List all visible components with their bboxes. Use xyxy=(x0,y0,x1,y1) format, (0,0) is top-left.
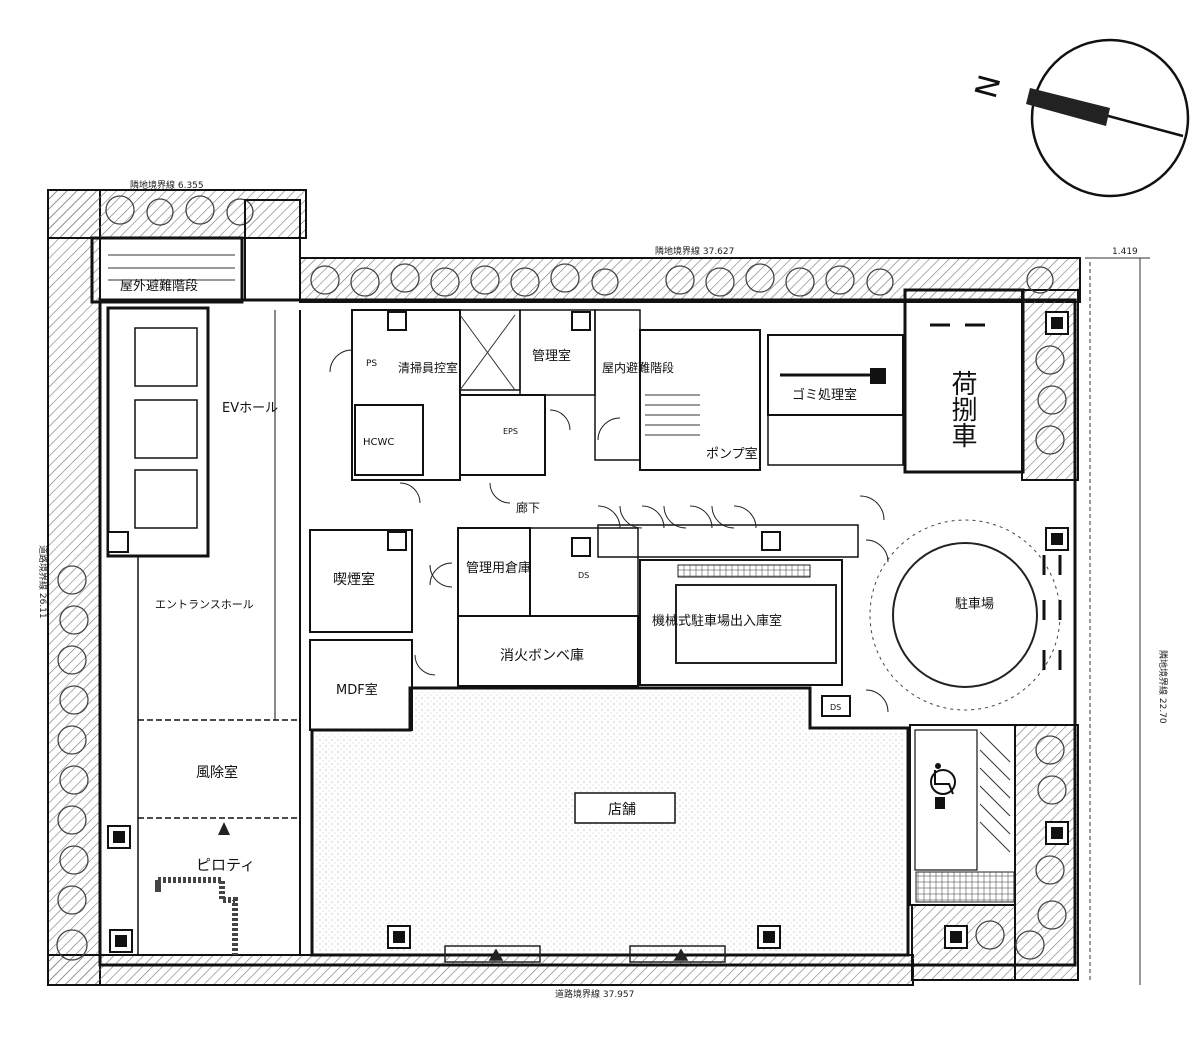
room-indoor-stair: 屋内避難階段 xyxy=(602,360,674,375)
room-stair-top: 屋外避難階段 xyxy=(120,279,198,294)
room-store: 店舗 xyxy=(608,802,636,818)
room-mech-parking: 機械式駐車場出入庫室 xyxy=(652,613,782,629)
turntable xyxy=(892,542,1038,688)
entry-arrow-icon xyxy=(218,822,230,835)
site-boundary xyxy=(47,189,1150,986)
room-management: 管理室 xyxy=(532,348,571,364)
parking-grid xyxy=(677,564,811,578)
room-loading: 荷捌車 xyxy=(947,370,977,448)
room-eps: EPS xyxy=(503,427,518,436)
room-pilotis: ピロティ xyxy=(196,856,255,874)
stair-treads xyxy=(108,254,1011,853)
room-fire-cylinder: 消火ボンベ庫 xyxy=(500,647,584,664)
room-ds2: DS xyxy=(830,703,841,712)
dim-top-right: 隣地境界線 37.627 xyxy=(655,245,734,257)
room-windbreak: 風除室 xyxy=(196,764,238,781)
compass: N xyxy=(969,38,1190,198)
north-label: N xyxy=(969,71,1009,102)
compass-circle xyxy=(1030,38,1190,198)
planter-grid xyxy=(915,871,1015,903)
store-entrances xyxy=(444,945,726,963)
room-garbage: ゴミ処理室 xyxy=(792,387,857,403)
lift-platform xyxy=(675,584,837,664)
north-arrow-icon xyxy=(1026,88,1110,126)
room-mdf: MDF室 xyxy=(336,682,378,698)
dim-top-far-right: 1.419 xyxy=(1112,247,1138,257)
room-entrance-hall: エントランスホール xyxy=(155,598,254,611)
building-walls xyxy=(90,199,1077,967)
parking-stripes xyxy=(930,323,1062,670)
room-smoking: 喫煙室 xyxy=(333,571,375,588)
dim-bottom: 道路境界線 37.957 xyxy=(555,988,634,1000)
room-parking: 駐車場 xyxy=(955,597,994,612)
trees xyxy=(56,195,1067,961)
room-corridor: 廊下 xyxy=(516,500,540,515)
room-ds1: DS xyxy=(578,571,589,580)
room-toilet: HCWC xyxy=(363,437,394,448)
store-label-box xyxy=(574,792,676,824)
wheelchair-icon xyxy=(930,763,956,809)
room-ev-hall: EVホール xyxy=(222,401,278,416)
turntable-clearance xyxy=(869,519,1061,711)
bench xyxy=(158,877,238,955)
room-pump: ポンプ室 xyxy=(706,446,758,462)
room-ps: PS xyxy=(366,359,377,369)
room-storage: 管理用倉庫 xyxy=(466,561,531,576)
dim-top-left: 隣地境界線 6.355 xyxy=(130,179,204,191)
shaft-cross xyxy=(459,314,516,391)
dim-right: 隣地境界線 22.70 xyxy=(1157,650,1169,724)
dim-left: 道路境界線 26.11 xyxy=(37,545,49,619)
room-cleaner: 清掃員控室 xyxy=(398,360,458,375)
door-swings xyxy=(329,349,889,713)
